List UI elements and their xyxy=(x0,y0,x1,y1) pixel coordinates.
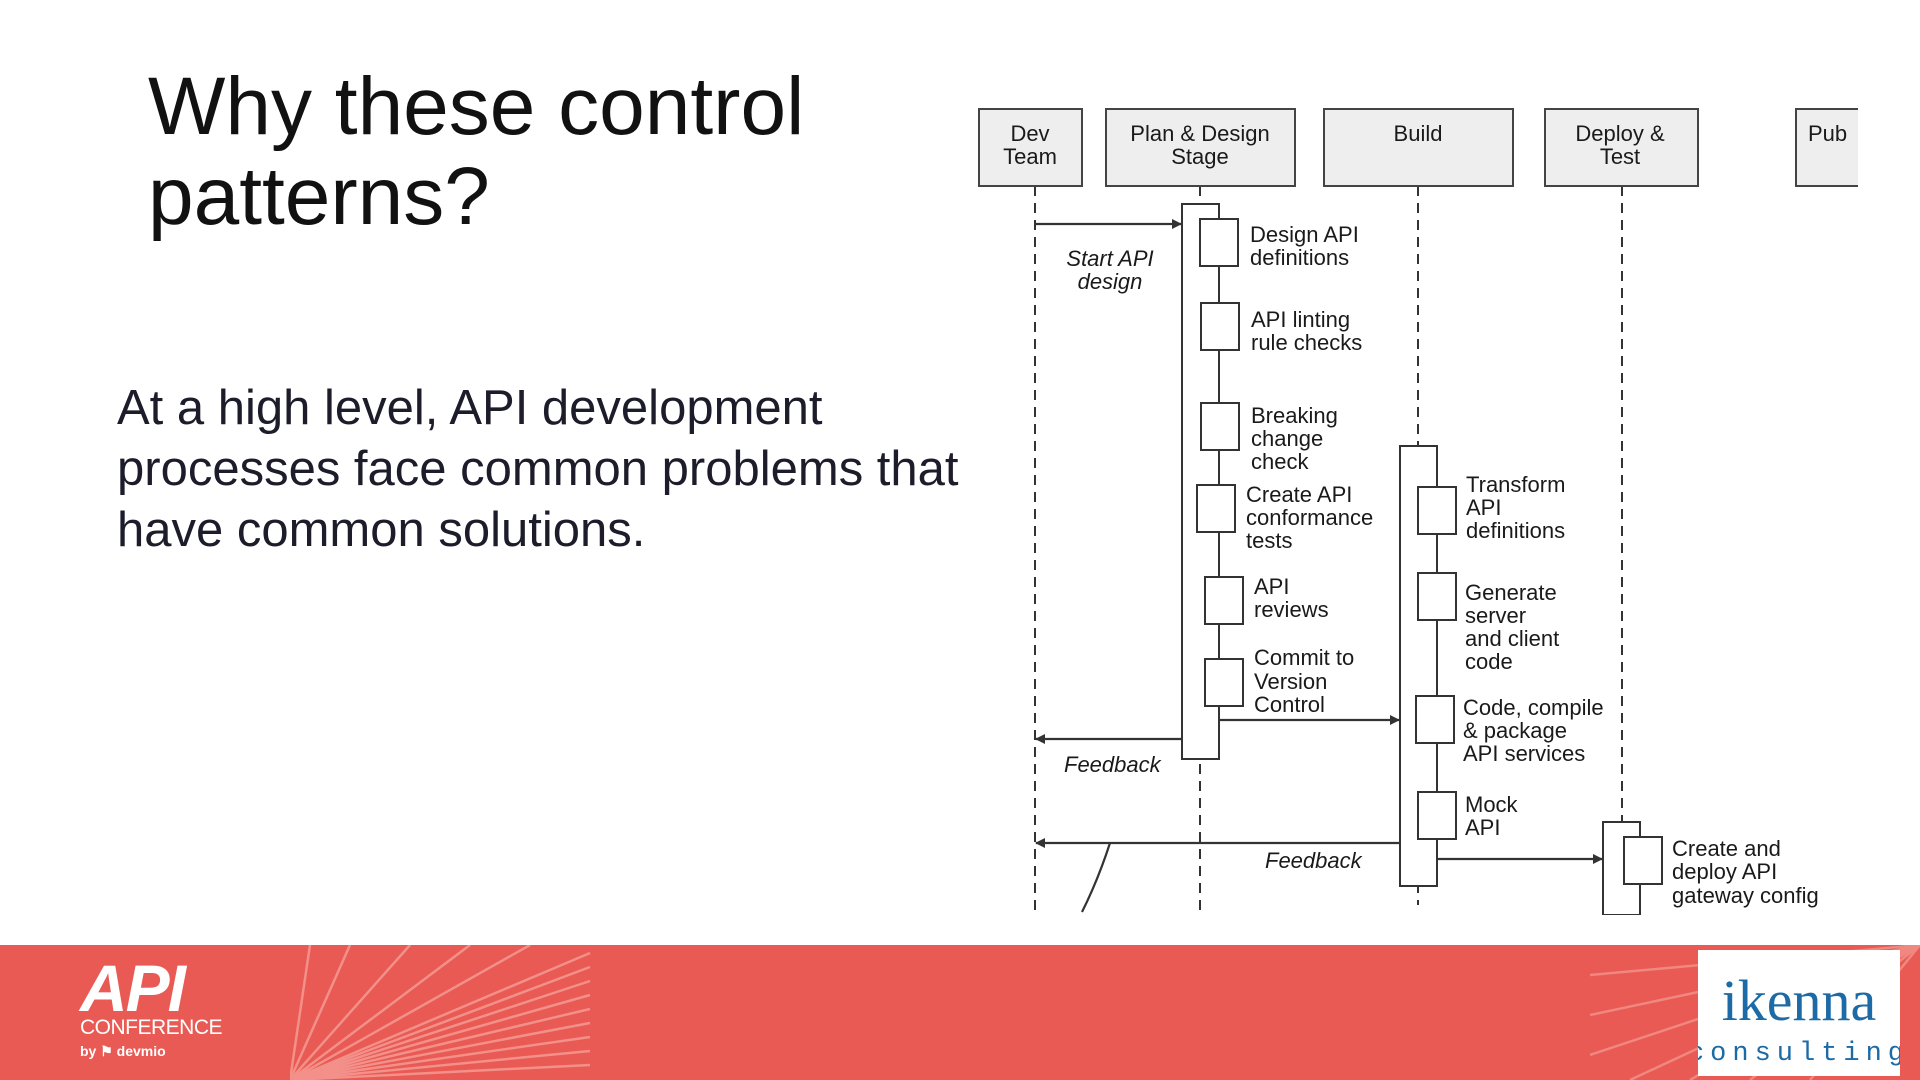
build-step: Generate server and client code xyxy=(1417,572,1559,674)
lane-dev-label: Dev xyxy=(1010,121,1049,146)
deploy-step: Create and deploy API gateway config xyxy=(1623,836,1819,908)
plan-step-label: API linting xyxy=(1251,307,1350,332)
plan-step-label: reviews xyxy=(1254,597,1329,622)
plan-step-label: Commit to xyxy=(1254,645,1354,670)
api-conference-logo: API CONFERENCE by ⚑ devmio xyxy=(80,951,223,1070)
deploy-step-label: gateway config xyxy=(1672,883,1819,908)
plan-step-label: Breaking xyxy=(1251,403,1338,428)
lane-plan-label: Plan & Design xyxy=(1130,121,1269,146)
slide-title: Why these control patterns? xyxy=(148,62,908,242)
plan-step-label: API xyxy=(1254,574,1289,599)
api-logo-conference: CONFERENCE xyxy=(80,1016,223,1039)
start-design-label: design xyxy=(1078,269,1143,294)
lane-plan: Plan & Design Stage xyxy=(1105,108,1296,187)
build-step-label: Transform xyxy=(1466,472,1565,497)
build-step-label: & package xyxy=(1463,718,1567,743)
lane-deploy-label: Test xyxy=(1600,144,1640,169)
ikenna-consulting-logo: ikenna consulting xyxy=(1688,950,1904,1076)
lane-pub-label: Pub xyxy=(1808,121,1847,146)
build-step: Transform API definitions xyxy=(1417,472,1565,543)
ikenna-logo-tagline: consulting xyxy=(1698,1039,1900,1069)
build-step-label: Mock xyxy=(1465,792,1519,817)
lane-deploy: Deploy & Test xyxy=(1544,108,1699,187)
footer-band xyxy=(0,945,1920,1080)
plan-step: Breaking change check xyxy=(1200,402,1338,474)
plan-step-label: tests xyxy=(1246,528,1292,553)
slide-body-text: At a high level, API development process… xyxy=(117,378,977,561)
plan-step-label: rule checks xyxy=(1251,330,1362,355)
body-line: processes face common problems that xyxy=(117,442,959,496)
lane-build-label: Build xyxy=(1394,121,1443,146)
plan-step-label: Control xyxy=(1254,692,1325,717)
deploy-step-label: Create and xyxy=(1672,836,1781,861)
api-logo-word: API xyxy=(80,951,186,1025)
body-line: At a high level, API development xyxy=(117,381,823,435)
ikenna-logo-art: ikenna consulting xyxy=(1688,968,1904,1069)
lane-dev: Dev Team xyxy=(978,108,1083,187)
slide-title-line: Why these control xyxy=(148,61,805,152)
plan-step-label: Design API xyxy=(1250,222,1359,247)
plan-step: Commit to Version Control xyxy=(1204,645,1354,717)
build-step-label: server xyxy=(1465,603,1526,628)
lane-pub: Pub xyxy=(1795,108,1858,187)
feedback-plan-label: Feedback xyxy=(1064,752,1162,777)
lane-dev-label: Team xyxy=(1003,144,1057,169)
plan-step-label: conformance xyxy=(1246,505,1373,530)
plan-step: API linting rule checks xyxy=(1200,302,1362,355)
footer-rays-decoration xyxy=(290,945,591,1080)
build-step-label: code xyxy=(1465,649,1513,674)
build-step-label: API xyxy=(1466,495,1501,520)
api-logo-by-devmio: by ⚑ devmio xyxy=(80,1043,166,1059)
feedback-build-label: Feedback xyxy=(1265,848,1363,873)
plan-step: Create API conformance tests xyxy=(1196,482,1373,553)
plan-step-label: change xyxy=(1251,426,1323,451)
build-step: Mock API xyxy=(1417,791,1519,840)
plan-step-label: Version xyxy=(1254,669,1327,694)
build-step-label: and client xyxy=(1465,626,1559,651)
body-line: have common solutions. xyxy=(117,503,646,557)
plan-step-label: definitions xyxy=(1250,245,1349,270)
build-step-label: API services xyxy=(1463,741,1585,766)
build-step-label: Generate xyxy=(1465,580,1557,605)
plan-step: Design API definitions xyxy=(1199,218,1359,270)
lane-plan-label: Stage xyxy=(1171,144,1229,169)
build-step-label: Code, compile xyxy=(1463,695,1604,720)
lane-deploy-label: Deploy & xyxy=(1575,121,1665,146)
build-step-label: definitions xyxy=(1466,518,1565,543)
slide-title-line: patterns? xyxy=(148,151,490,242)
build-step: Code, compile & package API services xyxy=(1415,695,1604,766)
build-step-label: API xyxy=(1465,815,1500,840)
lane-build: Build xyxy=(1323,108,1514,187)
plan-step-label: check xyxy=(1251,449,1309,474)
deploy-step-label: deploy API xyxy=(1672,859,1777,884)
start-design-label: Start API xyxy=(1066,246,1153,271)
ikenna-logo-name: ikenna xyxy=(1722,968,1877,1033)
feedback-build-curve xyxy=(1081,842,1112,913)
plan-step-label: Create API xyxy=(1246,482,1352,507)
sequence-diagram: Dev Team Plan & Design Stage Build Deplo… xyxy=(970,100,1860,915)
plan-step: API reviews xyxy=(1204,574,1329,625)
